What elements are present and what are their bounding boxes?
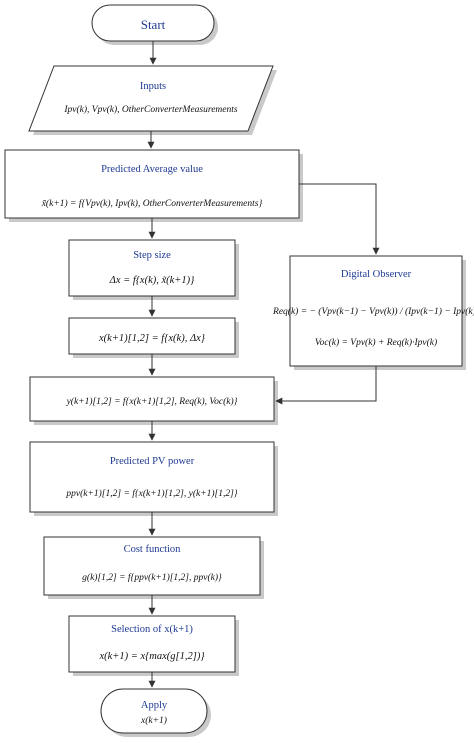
selection-formula: x(k+1) = x{max(g[1,2])} [98, 651, 205, 662]
step-size-title: Step size [133, 250, 171, 261]
predicted-average-formula: x̃(k+1) = f{Vpv(k), Ipv(k), OtherConvert… [41, 198, 263, 209]
y-update-formula: y(k+1)[1,2] = f{x(k+1)[1,2], Req(k), Voc… [66, 396, 238, 407]
predicted-average-title: Predicted Average value [101, 164, 203, 175]
x-update-node: x(k+1)[1,2] = f{x(k), Δx} [68, 317, 239, 358]
digital-observer-formula-2: Voc(k) = Vpv(k) + Req(k)·Ipv(k) [315, 337, 437, 348]
x-update-formula: x(k+1)[1,2] = f{x(k), Δx} [98, 333, 206, 344]
digital-observer-node: Digital Observer Req(k) = − (Vpv(k−1) − … [272, 255, 474, 370]
inputs-node: Inputs Ipv(k), Vpv(k), OtherConverterMea… [28, 65, 277, 135]
cost-function-node: Cost function g(k)[1,2] = f{ppv(k+1)[1,2… [43, 536, 264, 599]
edge-observer-yupdate [275, 366, 377, 405]
digital-observer-title: Digital Observer [341, 269, 412, 280]
selection-node: Selection of x(k+1) x(k+1) = x{max(g[1,2… [68, 615, 239, 676]
cost-function-formula: g(k)[1,2] = f{ppv(k+1)[1,2], ppv(k)} [82, 572, 222, 583]
predicted-average-node: Predicted Average value x̃(k+1) = f{Vpv(… [4, 149, 303, 222]
start-node: Start [91, 4, 218, 45]
inputs-formula: Ipv(k), Vpv(k), OtherConverterMeasuremen… [63, 104, 238, 115]
predicted-pv-title: Predicted PV power [110, 456, 195, 467]
cost-function-title: Cost function [124, 544, 182, 555]
predicted-pv-node: Predicted PV power ppv(k+1)[1,2] = f{x(k… [29, 441, 278, 516]
step-size-node: Step size Δx = f{x(k), x̃(k+1)} [68, 239, 239, 300]
connectors [147, 41, 380, 688]
predicted-pv-formula: ppv(k+1)[1,2] = f{x(k+1)[1,2], y(k+1)[1,… [65, 488, 237, 499]
selection-title: Selection of x(k+1) [111, 624, 193, 635]
apply-sublabel: x(k+1) [140, 715, 167, 726]
edge-average-observer [299, 183, 380, 255]
inputs-title: Inputs [140, 81, 166, 92]
start-label: Start [141, 17, 166, 32]
apply-node: Apply x(k+1) [100, 688, 211, 737]
y-update-node: y(k+1)[1,2] = f{x(k+1)[1,2], Req(k), Voc… [29, 376, 278, 425]
digital-observer-formula-1: Req(k) = − (Vpv(k−1) − Vpv(k)) / (Ipv(k−… [272, 306, 474, 317]
apply-label: Apply [141, 700, 168, 711]
step-size-formula: Δx = f{x(k), x̃(k+1)} [109, 275, 195, 286]
